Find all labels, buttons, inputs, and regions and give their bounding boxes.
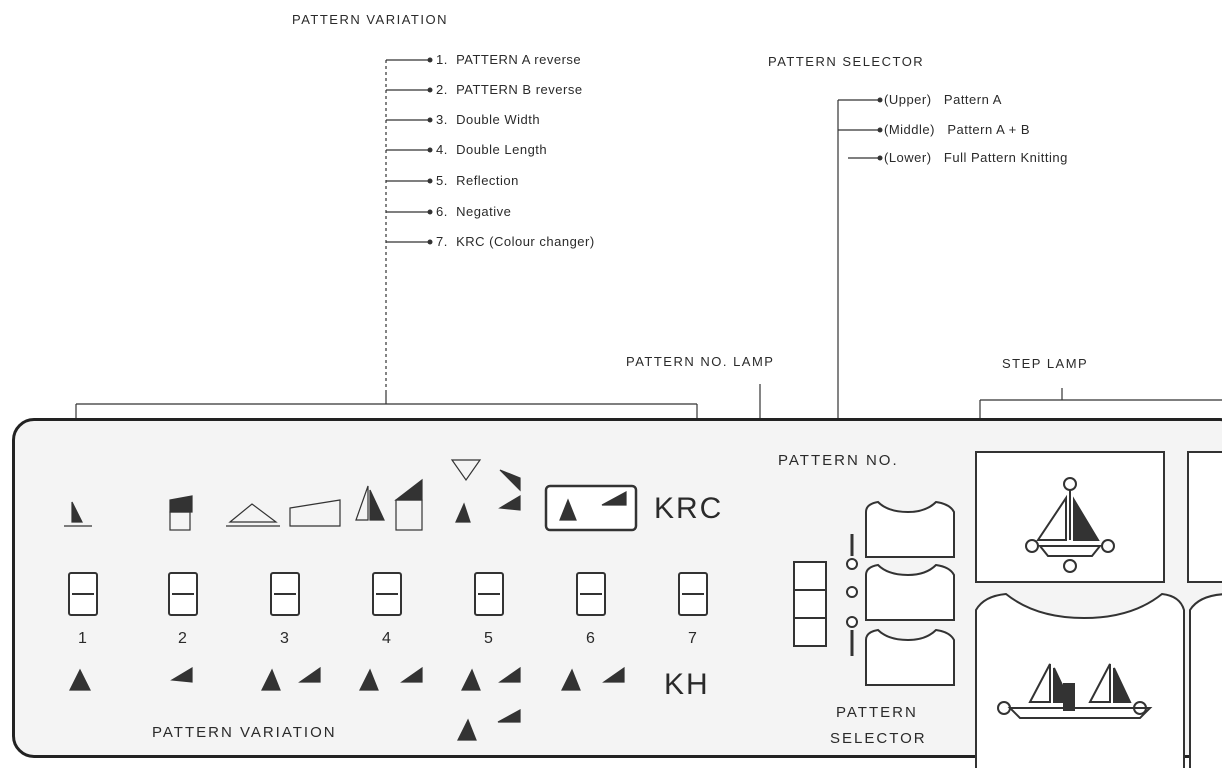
- button-number-5: 5: [484, 630, 493, 648]
- button-number-2: 2: [178, 630, 187, 648]
- button-number-7: 7: [688, 630, 697, 648]
- button-number-1: 1: [78, 630, 87, 648]
- button-number-3: 3: [280, 630, 289, 648]
- variation-button-4[interactable]: [372, 572, 402, 616]
- pattern-selector-label-line2: SELECTOR: [830, 730, 927, 747]
- variation-button-5[interactable]: [474, 572, 504, 616]
- variation-button-2[interactable]: [168, 572, 198, 616]
- kh-label: KH: [664, 668, 710, 702]
- button-number-6: 6: [586, 630, 595, 648]
- pattern-no-label: PATTERN NO.: [778, 452, 899, 469]
- pattern-variation-panel-label: PATTERN VARIATION: [152, 724, 337, 741]
- pattern-selector-label-line1: PATTERN: [836, 704, 918, 721]
- variation-button-7[interactable]: [678, 572, 708, 616]
- variation-button-6[interactable]: [576, 572, 606, 616]
- krc-label: KRC: [654, 492, 723, 526]
- button-number-4: 4: [382, 630, 391, 648]
- variation-button-3[interactable]: [270, 572, 300, 616]
- variation-button-1[interactable]: [68, 572, 98, 616]
